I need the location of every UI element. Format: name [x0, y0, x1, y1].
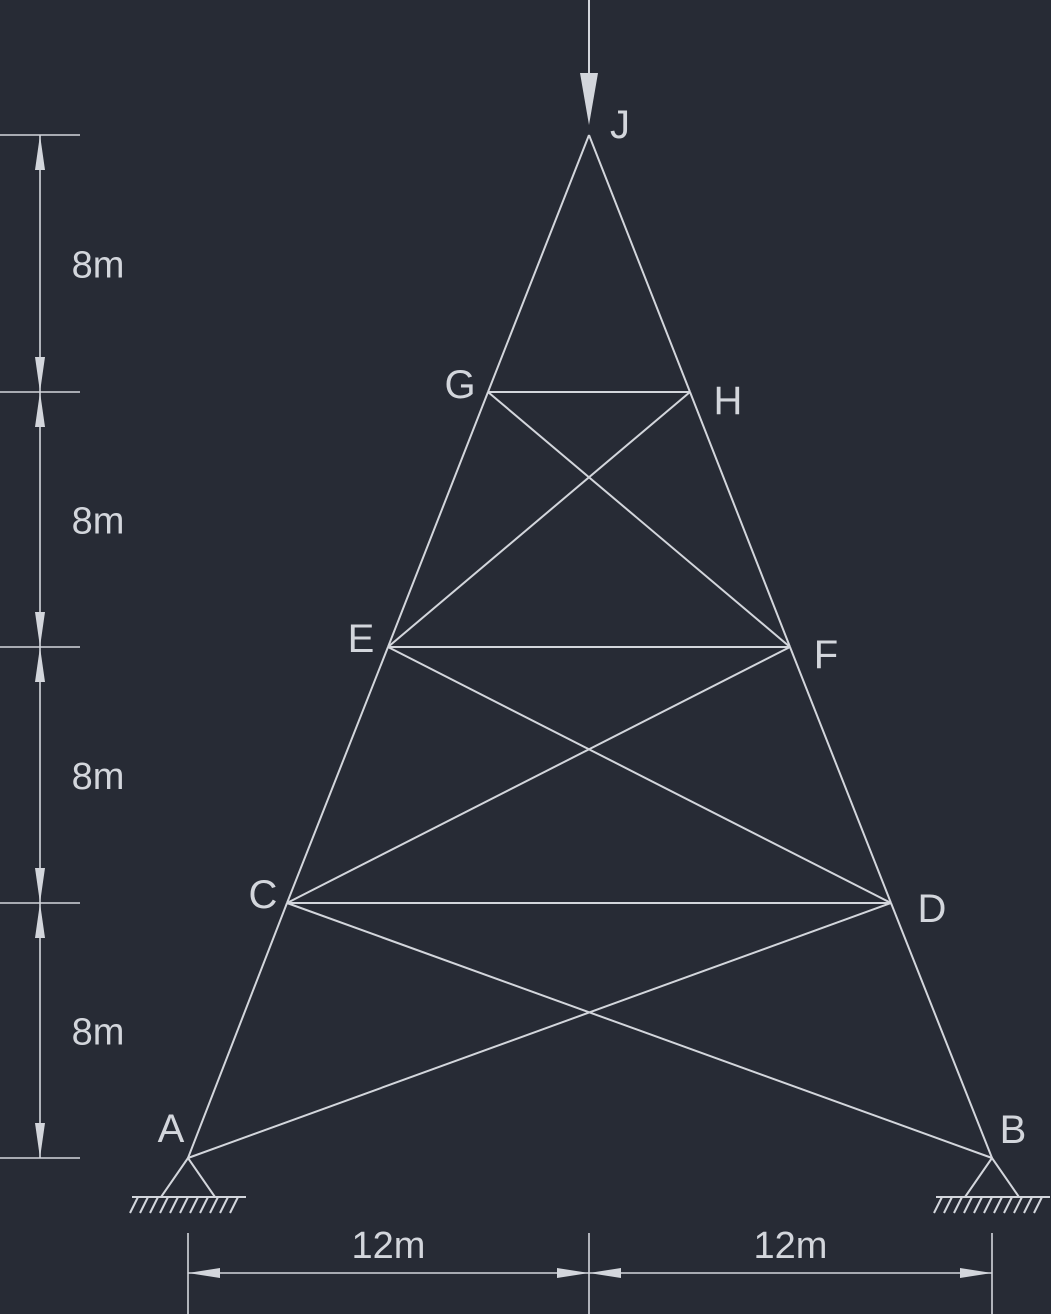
- support-a-hatch: [159, 1196, 169, 1214]
- horizontal-dimension-arrow: [557, 1268, 589, 1278]
- node-label-e: E: [348, 617, 375, 661]
- vertical-dimension-arrow: [35, 357, 45, 392]
- horizontal-dimension-label: 12m: [754, 1225, 828, 1267]
- member-bc: [286, 902, 993, 1159]
- node-label-d: D: [918, 887, 947, 931]
- vertical-dimension-arrow: [35, 868, 45, 903]
- member-fh: [689, 391, 791, 648]
- vertical-dimension-label: 8m: [72, 756, 125, 798]
- support-a-hatch: [229, 1196, 239, 1214]
- support-b-hatch: [983, 1196, 993, 1214]
- support-b-hatch: [1033, 1196, 1043, 1214]
- support-a-hatch: [129, 1196, 139, 1214]
- support-a-hatch: [139, 1196, 149, 1214]
- node-label-c: C: [249, 873, 278, 917]
- member-bd: [890, 902, 993, 1159]
- horizontal-dimension-arrow: [589, 1268, 621, 1278]
- support-b-hatch: [1013, 1196, 1023, 1214]
- vertical-dimension-label: 8m: [72, 501, 125, 543]
- vertical-dimension-label: 8m: [72, 245, 125, 287]
- node-label-f: F: [814, 633, 838, 677]
- member-ac: [187, 902, 288, 1159]
- member-gf: [487, 391, 791, 648]
- member-cf: [286, 646, 791, 904]
- support-b-hatch: [943, 1196, 953, 1214]
- node-label-b: B: [1000, 1108, 1027, 1152]
- horizontal-dimension-arrow: [960, 1268, 992, 1278]
- support-b-hatch: [993, 1196, 1003, 1214]
- support-a-hatch: [209, 1196, 219, 1214]
- vertical-dimension-arrow: [35, 392, 45, 427]
- member-ce: [286, 646, 389, 904]
- node-label-h: H: [714, 379, 743, 423]
- vertical-dimension-arrow: [35, 647, 45, 682]
- member-df: [789, 646, 892, 904]
- horizontal-dimension-label: 12m: [352, 1225, 426, 1267]
- vertical-dimension-arrow: [35, 612, 45, 647]
- vertical-dimension-arrow: [35, 903, 45, 938]
- support-a-triangle: [159, 1156, 217, 1198]
- support-b-hatch: [1023, 1196, 1033, 1214]
- load-arrow-head: [580, 73, 598, 125]
- support-a-hatch: [199, 1196, 209, 1214]
- support-b-hatch: [973, 1196, 983, 1214]
- member-ad: [187, 902, 892, 1159]
- support-b-hatch: [963, 1196, 973, 1214]
- support-b-triangle: [963, 1156, 1021, 1198]
- member-ed: [387, 646, 892, 904]
- support-a-hatch: [179, 1196, 189, 1214]
- vertical-dimension-arrow: [35, 1123, 45, 1158]
- support-b-hatch: [933, 1196, 943, 1214]
- support-b-hatch: [953, 1196, 963, 1214]
- horizontal-dimension-arrow: [188, 1268, 220, 1278]
- node-label-j: J: [610, 103, 630, 147]
- node-label-a: A: [158, 1107, 185, 1151]
- support-a-hatch: [219, 1196, 229, 1214]
- member-eg: [387, 391, 489, 648]
- support-a-hatch: [149, 1196, 159, 1214]
- support-a-hatch: [189, 1196, 199, 1214]
- member-eh: [387, 391, 691, 648]
- support-b-hatch: [1003, 1196, 1013, 1214]
- vertical-dimension-label: 8m: [72, 1012, 125, 1054]
- member-hj: [588, 134, 691, 393]
- support-a-hatch: [169, 1196, 179, 1214]
- member-gj: [487, 134, 590, 393]
- vertical-dimension-arrow: [35, 135, 45, 170]
- node-label-g: G: [444, 363, 475, 407]
